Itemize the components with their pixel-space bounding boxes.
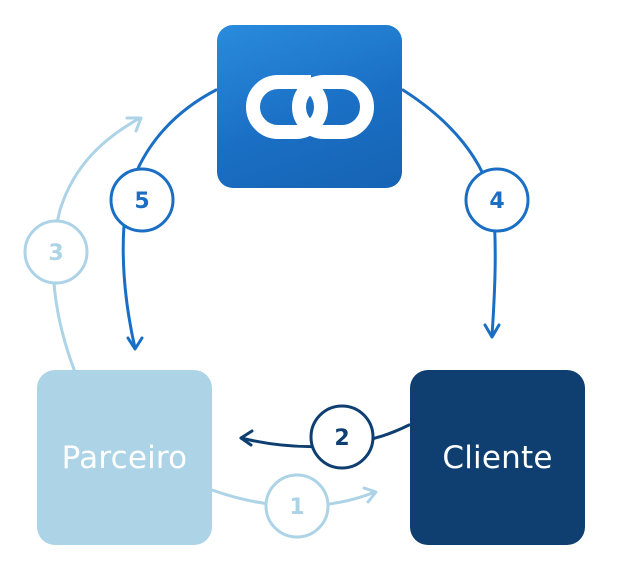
step-badge-3: 3 [23, 219, 89, 285]
step-number: 4 [489, 189, 504, 214]
client-box: Cliente [410, 370, 585, 545]
step-number: 5 [134, 189, 149, 214]
step-badge-5: 5 [109, 167, 175, 233]
step-number: 3 [48, 241, 63, 266]
platform-logo-box [217, 25, 402, 188]
client-label: Cliente [442, 439, 553, 476]
partner-box: Parceiro [37, 370, 212, 545]
step-badge-4: 4 [464, 167, 530, 233]
step-number: 2 [334, 426, 349, 451]
step-badge-2: 2 [309, 404, 375, 470]
chain-link-icon [245, 74, 374, 139]
partner-label: Parceiro [61, 439, 188, 476]
step-number: 1 [289, 495, 304, 520]
step-badge-1: 1 [264, 473, 330, 539]
arrow-3 [51, 116, 143, 374]
